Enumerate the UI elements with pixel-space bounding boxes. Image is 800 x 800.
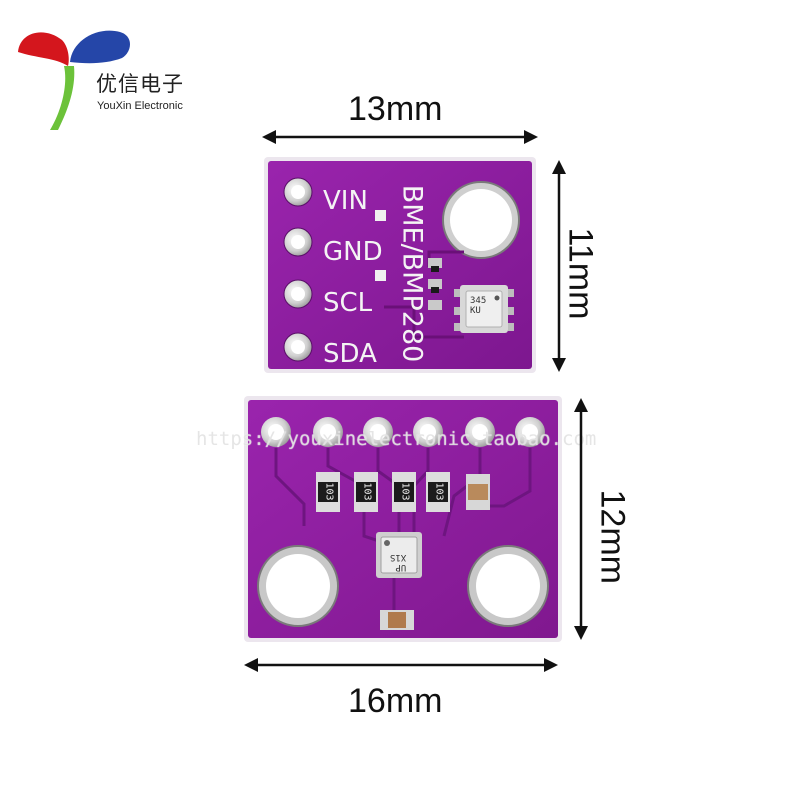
resistor-marking-3: 103 xyxy=(399,482,411,501)
pin-label-sda: SDA xyxy=(323,339,377,369)
pin-label-list: VIN GND SCL SDA xyxy=(323,176,383,380)
pin-label-vin: VIN xyxy=(323,186,368,216)
bottom-board-height-arrow xyxy=(574,398,588,640)
top-sensor-marking: 345 KU xyxy=(470,296,487,316)
brand-logo xyxy=(10,18,210,138)
brand-name-en: YouXin Electronic xyxy=(97,100,183,112)
bottom-board-width-arrow xyxy=(244,658,558,672)
resistor-marking-4: 103 xyxy=(433,482,445,501)
top-board-width-label: 13mm xyxy=(348,90,443,128)
brand-name-cn: 优信电子 xyxy=(96,73,184,96)
chip-silkscreen-label: BME/BMP280 xyxy=(396,184,428,363)
bottom-board-height-label: 12mm xyxy=(593,489,632,584)
resistor-marking-2: 103 xyxy=(361,482,373,501)
top-board-height-label: 11mm xyxy=(561,227,600,320)
bottom-sensor-marking: UP X1S xyxy=(390,552,407,572)
bottom-pcb-board xyxy=(244,396,562,642)
top-board-width-arrow xyxy=(262,130,538,144)
bottom-board-width-label: 16mm xyxy=(348,682,443,720)
top-board-height-arrow xyxy=(552,160,566,372)
pin-label-scl: SCL xyxy=(323,288,373,318)
pin-holes xyxy=(283,177,313,362)
shop-watermark: https://youxinelectronic.taobao.com xyxy=(196,428,597,450)
resistor-marking-1: 103 xyxy=(323,482,335,501)
top-pcb-board xyxy=(264,157,536,373)
pin-label-gnd: GND xyxy=(323,237,383,267)
